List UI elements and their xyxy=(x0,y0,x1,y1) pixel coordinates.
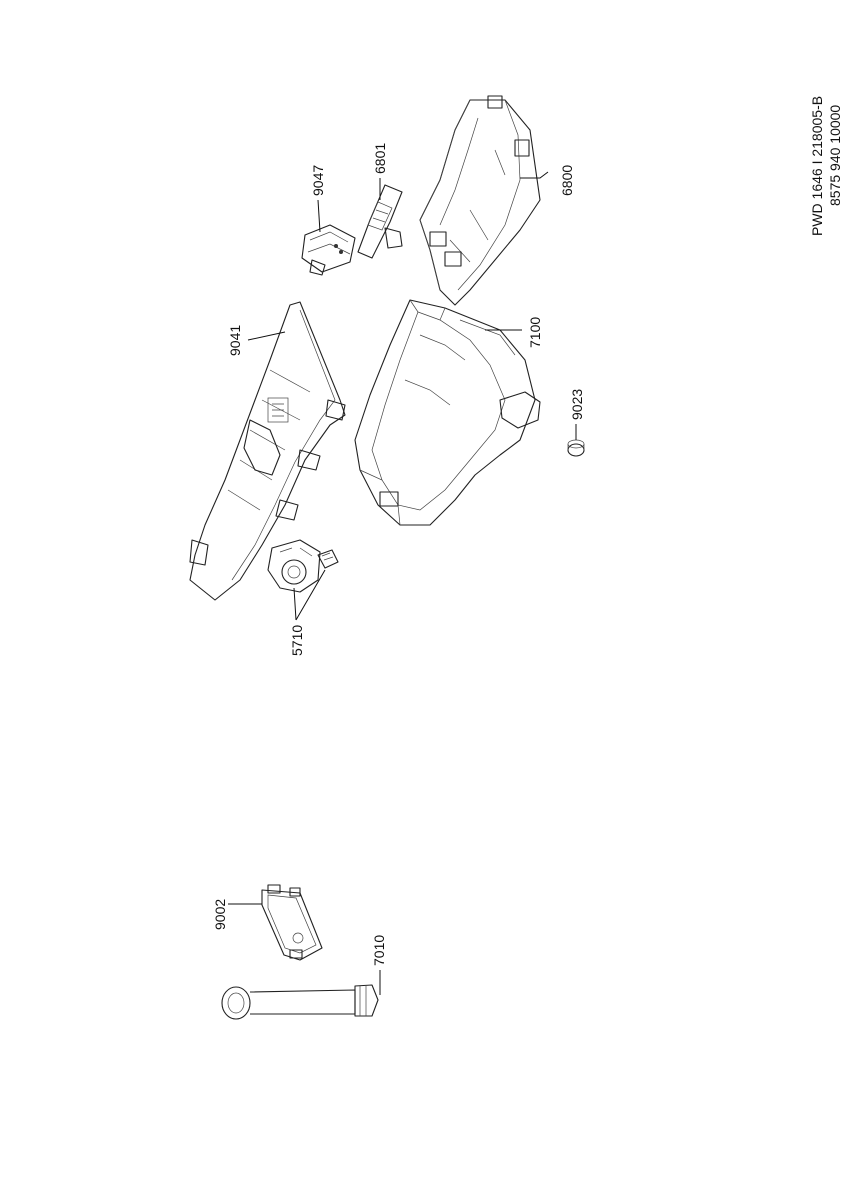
leader-5710-b xyxy=(295,569,326,621)
part-6800-bracket xyxy=(419,95,541,306)
part-label-9002: 9002 xyxy=(212,899,228,930)
document-header: PWD 1646 I 218005-B 8575 940 10000 xyxy=(809,96,843,236)
part-7010-hose xyxy=(221,984,379,1020)
serial-number-line: 8575 940 10000 xyxy=(827,105,843,206)
leader-9041 xyxy=(247,331,286,341)
model-code-line: PWD 1646 I 218005-B xyxy=(809,96,825,236)
leader-6800 xyxy=(520,171,549,179)
leader-5710-a xyxy=(293,587,297,621)
leader-9047 xyxy=(317,199,321,233)
part-5710-assembly xyxy=(267,539,339,593)
part-label-9023: 9023 xyxy=(569,389,585,420)
part-label-9047: 9047 xyxy=(310,165,326,196)
part-6801-cover xyxy=(357,184,403,259)
part-label-6801: 6801 xyxy=(372,143,388,174)
part-label-6800: 6800 xyxy=(559,165,575,196)
part-label-7100: 7100 xyxy=(527,317,543,348)
part-9041-panel xyxy=(189,301,346,601)
part-9023-sleeve xyxy=(567,439,585,457)
part-label-9041: 9041 xyxy=(227,325,243,356)
part-label-5710: 5710 xyxy=(289,625,305,656)
part-9047-module xyxy=(301,224,356,276)
part-9002-board xyxy=(261,884,323,961)
part-label-7010: 7010 xyxy=(371,935,387,966)
part-7100-tray xyxy=(354,299,541,526)
